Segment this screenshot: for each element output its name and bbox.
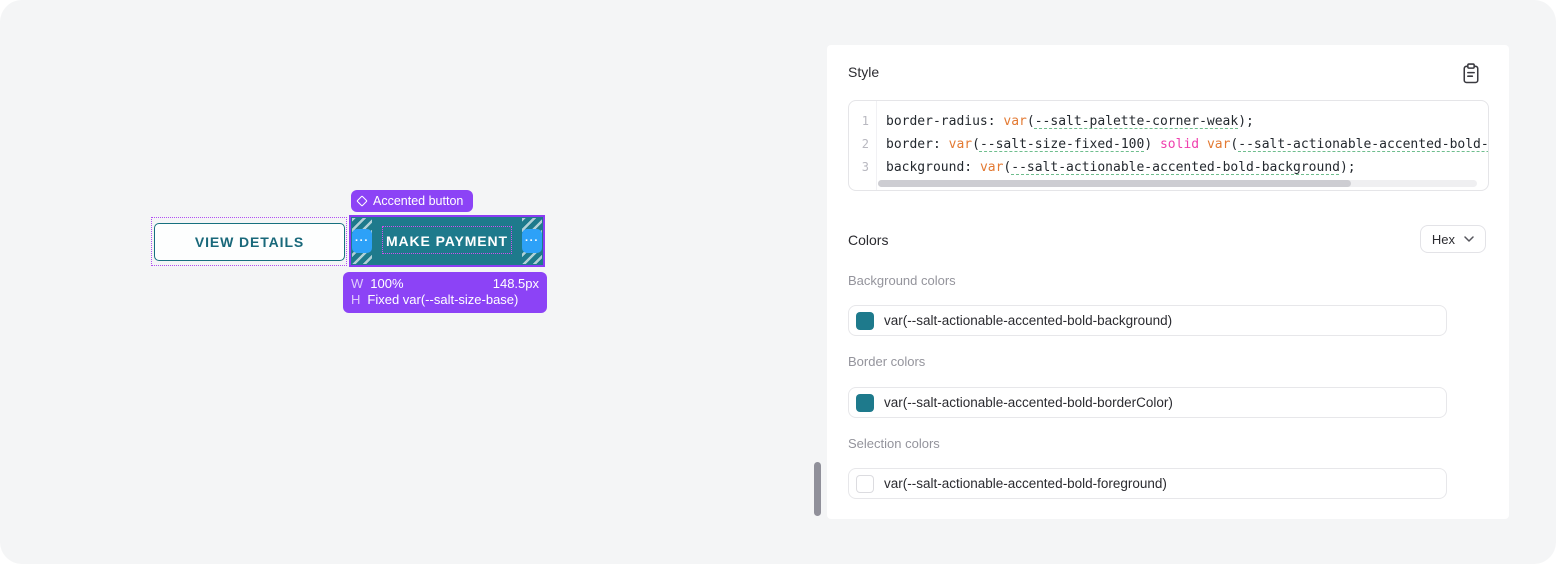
code-line: border-radius: var(--salt-palette-corner… [886,110,1488,133]
code-token: var [1003,114,1027,129]
code-hscrollbar-track[interactable] [878,180,1477,187]
code-token: var [1206,137,1231,152]
code-token: background [886,160,965,175]
code-hscrollbar-thumb[interactable] [878,180,1352,187]
code-token: --salt-size-fixed-100 [979,137,1145,152]
make-payment-button[interactable]: MAKE PAYMENT [385,233,509,249]
height-key: H [351,292,361,307]
line-number: 3 [861,160,869,174]
size-tooltip: W 100% 148.5px H Fixed var(--salt-size-b… [343,272,547,313]
width-row: W 100% 148.5px [351,276,539,292]
line-number: 2 [861,137,869,151]
code-token: solid [1159,137,1200,152]
code-token: ( [1003,160,1012,175]
color-format-dropdown[interactable]: Hex [1419,225,1486,253]
selection-colors-label: Selection colors [848,436,940,451]
code-token: border [886,137,933,152]
width-value: 100% [370,276,404,291]
height-row: H Fixed var(--salt-size-base) [351,292,539,308]
code-token: ); [1238,114,1254,129]
border-color-row[interactable]: var(--salt-actionable-accented-bold-bord… [848,387,1447,418]
make-payment-selection-frame: MAKE PAYMENT ··· ··· [349,215,545,267]
code-gutter: 1 2 3 [849,101,876,190]
code-token: : [987,114,1004,129]
component-badge-label: Accented button [373,194,464,208]
code-token [1199,137,1207,152]
color-token-value: var(--salt-actionable-accented-bold-bord… [884,395,1173,410]
color-token-value: var(--salt-actionable-accented-bold-fore… [884,476,1167,491]
view-details-button[interactable]: VIEW DETAILS [154,223,345,261]
code-token: --salt-actionable-accented-bold-backgrou… [1011,160,1340,175]
code-token: ); [1339,160,1356,175]
color-swatch [856,311,874,330]
code-token: border-radius [886,114,988,129]
code-token: --salt-actionable-accented-bold-borderCo… [1238,137,1488,152]
border-colors-label: Border colors [848,354,926,369]
width-key: W [351,276,364,291]
code-lines-container: border-radius: var(--salt-palette-corner… [876,101,1488,190]
vertical-scrollbar-thumb[interactable] [814,462,821,516]
color-format-value: Hex [1431,231,1455,247]
height-value: Fixed var(--salt-size-base) [367,292,519,307]
background-colors-label: Background colors [848,273,956,288]
clipboard-icon [1463,62,1479,83]
code-line: background: var(--salt-actionable-accent… [886,156,1488,179]
component-badge[interactable]: Accented button [351,190,474,212]
line-number: 1 [861,114,869,128]
code-token: var [948,137,973,152]
color-swatch [856,474,874,493]
selection-color-row[interactable]: var(--salt-actionable-accented-bold-fore… [848,468,1447,499]
drag-handle-left[interactable]: ··· [352,229,372,253]
code-token: ) [1144,137,1160,152]
copy-code-button[interactable] [1460,61,1482,85]
color-token-value: var(--salt-actionable-accented-bold-back… [884,313,1173,328]
code-line: border: var(--salt-size-fixed-100) solid… [886,133,1488,156]
code-token: ( [1230,137,1239,152]
colors-section-title: Colors [848,232,889,248]
code-token: : [932,137,949,152]
code-token: --salt-palette-corner-weak [1034,114,1239,129]
code-token: : [964,160,980,175]
component-diamond-icon [356,195,368,207]
drag-handle-right[interactable]: ··· [522,229,542,253]
width-pixels: 148.5px [492,276,539,291]
chevron-down-icon [1464,236,1474,242]
code-token: var [979,160,1004,175]
background-color-row[interactable]: var(--salt-actionable-accented-bold-back… [848,305,1447,336]
style-section-title: Style [848,64,880,80]
color-swatch [856,393,874,412]
code-token: ( [1026,114,1035,129]
code-token: ( [972,137,980,152]
